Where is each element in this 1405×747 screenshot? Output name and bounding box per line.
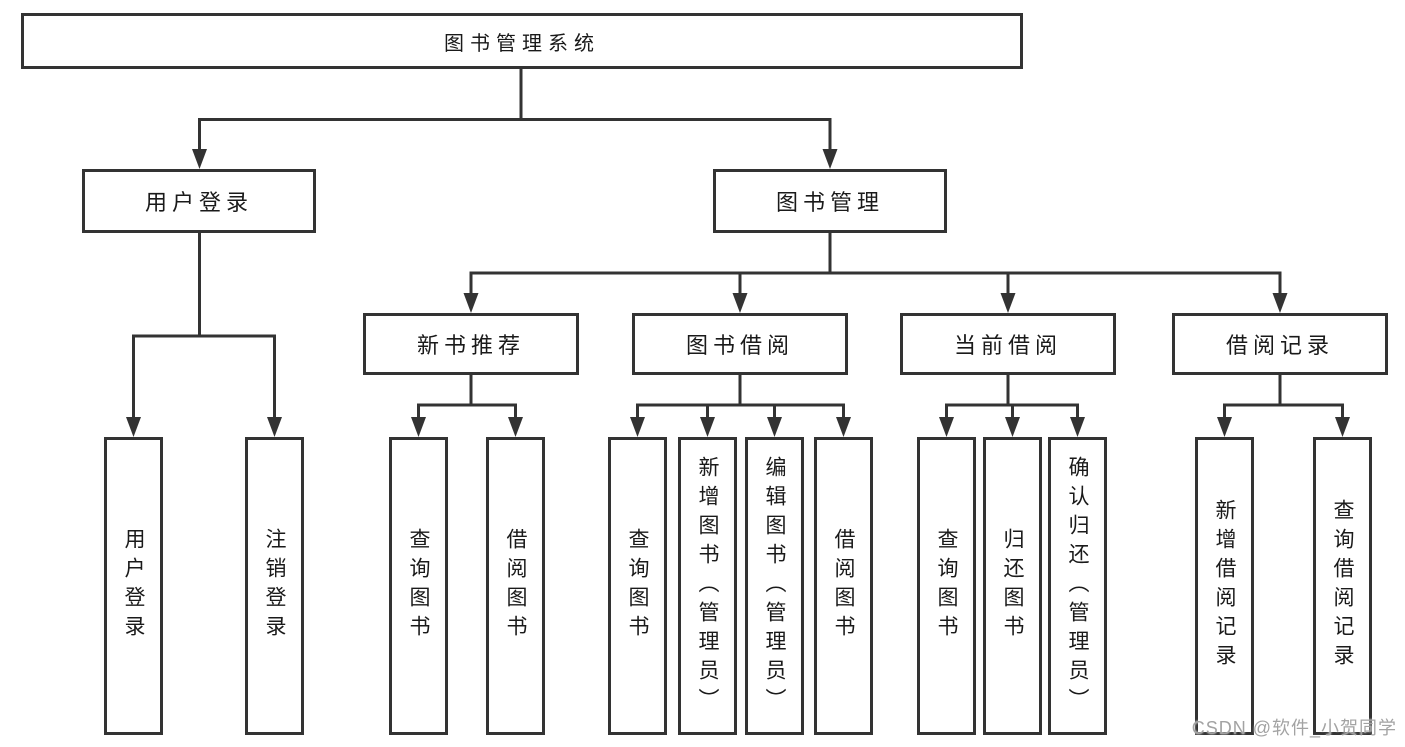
leaf-user-login: 用户登录: [104, 437, 163, 735]
leaf-add-book-admin: 新增图书（管理员）: [678, 437, 737, 735]
node-user-login: 用户登录: [82, 169, 316, 233]
arrow-down-icon: [836, 417, 851, 437]
leaf-add-borrow-record: 新增借阅记录: [1195, 437, 1254, 735]
node-label: 编辑图书（管理员）: [763, 455, 787, 717]
arrow-down-icon: [630, 417, 645, 437]
leaf-query-books-2: 查询图书: [608, 437, 667, 735]
connector-line: [417, 375, 517, 421]
leaf-edit-book-admin: 编辑图书（管理员）: [745, 437, 804, 735]
arrow-down-icon: [1070, 417, 1085, 437]
arrow-down-icon: [732, 293, 748, 313]
node-label: 借阅记录: [1225, 333, 1334, 358]
node-label: 查询图书: [935, 528, 959, 644]
leaf-query-books-3: 查询图书: [917, 437, 976, 735]
node-label: 借阅图书: [832, 528, 856, 644]
leaf-query-borrow-record: 查询借阅记录: [1313, 437, 1372, 735]
arrow-down-icon: [267, 417, 282, 437]
node-label: 归还图书: [1001, 528, 1025, 644]
leaf-borrow-books-2: 借阅图书: [814, 437, 873, 735]
leaf-borrow-books-1: 借阅图书: [486, 437, 545, 735]
arrow-down-icon: [1000, 293, 1016, 313]
node-label: 注销登录: [263, 528, 287, 644]
arrow-down-icon: [822, 149, 838, 169]
arrow-down-icon: [192, 149, 207, 169]
connector-line: [1223, 375, 1344, 421]
node-label: 用户登录: [144, 190, 253, 215]
connector-line: [469, 233, 1282, 298]
node-label: 用户登录: [122, 528, 146, 644]
node-label: 新书推荐: [416, 333, 525, 358]
node-label: 确认归还（管理员）: [1066, 455, 1090, 717]
node-book-management: 图书管理: [713, 169, 947, 233]
arrow-down-icon: [1217, 417, 1232, 437]
arrow-down-icon: [463, 293, 479, 313]
arrow-down-icon: [700, 417, 715, 437]
leaf-return-book: 归还图书: [983, 437, 1042, 735]
leaf-logout: 注销登录: [245, 437, 304, 735]
watermark: CSDN @软件_小贺同学: [1191, 718, 1397, 738]
arrow-down-icon: [767, 417, 782, 437]
node-label: 图书借阅: [685, 333, 794, 358]
arrow-down-icon: [1005, 417, 1020, 437]
connector-line: [945, 375, 1079, 421]
node-label: 查询借阅记录: [1331, 499, 1355, 673]
node-label: 当前借阅: [953, 333, 1062, 358]
node-book-borrow: 图书借阅: [632, 313, 848, 375]
node-label: 图书管理: [775, 190, 884, 215]
node-borrow-records: 借阅记录: [1172, 313, 1388, 375]
node-label: 查询图书: [407, 528, 431, 644]
connector-line: [198, 69, 832, 152]
node-label: 新增借阅记录: [1213, 499, 1237, 673]
node-label: 新增图书（管理员）: [696, 455, 720, 717]
arrow-down-icon: [1335, 417, 1350, 437]
node-current-borrow: 当前借阅: [900, 313, 1116, 375]
node-new-book-recommend: 新书推荐: [363, 313, 579, 375]
leaf-query-books-1: 查询图书: [389, 437, 448, 735]
connector-line: [132, 233, 276, 421]
arrow-down-icon: [1272, 293, 1288, 313]
node-label: 查询图书: [626, 528, 650, 644]
arrow-down-icon: [126, 417, 141, 437]
connector-line: [636, 375, 845, 421]
arrow-down-icon: [939, 417, 954, 437]
arrow-down-icon: [411, 417, 426, 437]
node-library-system: 图书管理系统: [21, 13, 1023, 69]
leaf-confirm-return-admin: 确认归还（管理员）: [1048, 437, 1107, 735]
node-label: 图书管理系统: [444, 32, 600, 55]
node-label: 借阅图书: [504, 528, 528, 644]
arrow-down-icon: [508, 417, 523, 437]
